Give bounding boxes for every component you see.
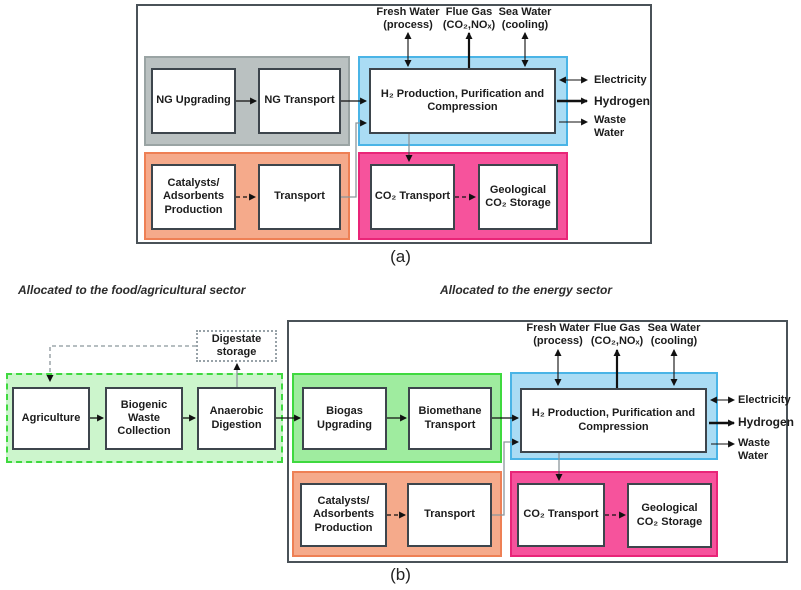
node-biogenic-waste: Biogenic Waste Collection <box>105 387 183 450</box>
stream-label: Fresh Water <box>526 322 590 334</box>
node-geological-storage-b: Geological CO₂ Storage <box>627 483 712 548</box>
node-anaerobic-digestion: Anaerobic Digestion <box>197 387 276 450</box>
stream-label: Flue Gas <box>593 322 641 334</box>
stream-flue-gas-b: Flue Gas (CO₂,NOₓ) <box>577 322 657 348</box>
sector-caption-energy: Allocated to the energy sector <box>440 283 613 297</box>
node-agriculture: Agriculture <box>12 387 90 450</box>
node-co2-transport-a: CO₂ Transport <box>370 164 455 230</box>
output-waste-water-a: Waste Water <box>594 114 626 139</box>
stream-sea-water-b: Sea Water (cooling) <box>634 322 714 348</box>
node-digestate-storage: Digestate storage <box>196 330 277 362</box>
stream-detail: (CO₂,NOₓ) <box>442 19 496 31</box>
stream-flue-gas-a: Flue Gas (CO₂,NOₓ) <box>429 6 509 32</box>
caption-b: (b) <box>390 565 411 584</box>
output-waste-water-b: Waste Water <box>738 437 770 462</box>
node-catalysts-a: Catalysts/ Adsorbents Production <box>151 164 236 230</box>
node-co2-transport-b: CO₂ Transport <box>517 483 605 547</box>
node-biogas-upgrading: Biogas Upgrading <box>302 387 387 450</box>
node-ng-upgrading: NG Upgrading <box>151 68 236 134</box>
node-geological-storage-a: Geological CO₂ Storage <box>478 164 558 230</box>
stream-label: Sea Water <box>498 6 552 18</box>
stream-detail: (CO₂,NOₓ) <box>590 335 644 347</box>
node-biomethane-transport: Biomethane Transport <box>408 387 492 450</box>
output-hydrogen-b: Hydrogen <box>738 415 795 429</box>
node-h2-production-b: H₂ Production, Purification and Compress… <box>520 388 707 453</box>
stream-detail: (cooling) <box>650 335 698 347</box>
output-electricity-b: Electricity <box>738 394 791 406</box>
node-transport-b: Transport <box>407 483 492 547</box>
node-transport-a: Transport <box>258 164 341 230</box>
output-hydrogen-a: Hydrogen <box>594 94 651 108</box>
stream-sea-water-a: Sea Water (cooling) <box>485 6 565 32</box>
stream-detail: (process) <box>533 335 583 347</box>
stream-label: Sea Water <box>647 322 701 334</box>
caption-a: (a) <box>390 247 411 266</box>
node-h2-production-a: H₂ Production, Purification and Compress… <box>369 68 556 134</box>
stream-detail: (process) <box>383 19 433 31</box>
sector-caption-food: Allocated to the food/agricultural secto… <box>18 283 246 297</box>
stream-label: Fresh Water <box>376 6 440 18</box>
stream-fresh-water-a: Fresh Water (process) <box>368 6 448 32</box>
node-ng-transport: NG Transport <box>258 68 341 134</box>
node-catalysts-b: Catalysts/ Adsorbents Production <box>300 483 387 547</box>
stream-label: Flue Gas <box>445 6 493 18</box>
stream-fresh-water-b: Fresh Water (process) <box>518 322 598 348</box>
stream-detail: (cooling) <box>501 19 549 31</box>
output-electricity-a: Electricity <box>594 74 647 86</box>
